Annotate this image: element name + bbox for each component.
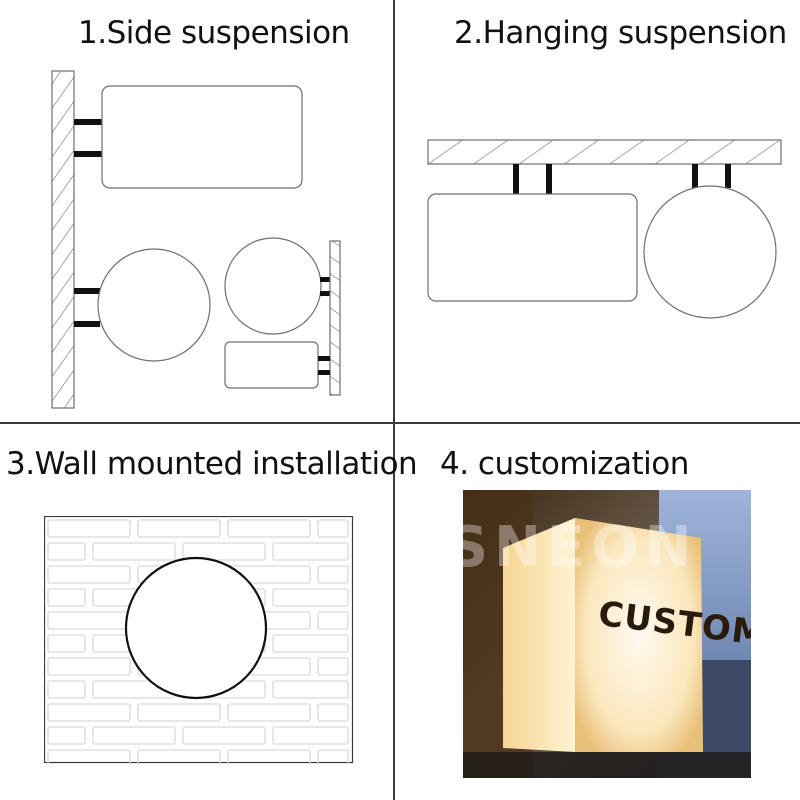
hanging-suspension-diagram — [427, 139, 782, 319]
bracket — [74, 321, 100, 327]
bracket — [320, 277, 330, 282]
brick — [317, 703, 349, 722]
small-rectangle-sign — [224, 341, 319, 389]
brick — [317, 565, 349, 584]
brick — [47, 588, 86, 607]
small-circle-sign — [224, 237, 322, 335]
brick — [47, 519, 131, 538]
horizontal-divider — [0, 422, 800, 424]
hanger — [725, 164, 731, 188]
brick — [47, 657, 131, 676]
vertical-divider — [393, 0, 395, 800]
hanger — [546, 164, 552, 194]
brick — [47, 703, 131, 722]
brick — [317, 611, 349, 630]
brick — [47, 726, 86, 745]
brick — [182, 542, 266, 561]
bracket — [320, 291, 330, 296]
brick — [272, 680, 349, 699]
brick — [317, 657, 349, 676]
brick — [47, 634, 86, 653]
brick — [272, 588, 349, 607]
hanger — [692, 164, 698, 188]
circle-sign — [643, 185, 777, 319]
brick — [92, 726, 176, 745]
bracket — [74, 151, 102, 157]
brick — [272, 634, 349, 653]
ceiling — [427, 139, 782, 165]
brick — [47, 542, 86, 561]
brick — [227, 703, 311, 722]
rectangle-sign — [101, 85, 303, 189]
bracket — [318, 356, 330, 361]
bracket — [74, 288, 100, 294]
brick — [137, 519, 221, 538]
left-wall — [51, 70, 75, 409]
brick — [92, 542, 176, 561]
brick — [227, 519, 311, 538]
brick — [47, 565, 131, 584]
brick — [272, 542, 349, 561]
circle-sign — [124, 556, 268, 700]
brick — [317, 749, 349, 764]
circle-sign — [97, 248, 211, 362]
section-4-title: 4. customization — [440, 446, 689, 482]
brick — [272, 726, 349, 745]
brick — [137, 749, 221, 764]
custom-lightbox-photo: CUSTOM — [463, 490, 751, 778]
right-wall — [329, 240, 341, 396]
brick — [47, 680, 86, 699]
bracket — [74, 119, 102, 125]
side-suspension-diagram — [51, 70, 341, 409]
hanger — [513, 164, 519, 194]
section-3-title: 3.Wall mounted installation — [6, 446, 418, 482]
brick — [47, 749, 131, 764]
brick — [137, 703, 221, 722]
section-2-title: 2.Hanging suspension — [454, 15, 787, 51]
bracket — [318, 370, 330, 375]
brick — [227, 749, 311, 764]
section-1-title: 1.Side suspension — [78, 15, 350, 51]
lightbox-illustration — [463, 490, 751, 778]
brick — [182, 726, 266, 745]
rectangle-sign — [427, 193, 638, 302]
watermark: INSNEON — [368, 515, 698, 580]
wall-mounted-diagram — [44, 516, 354, 764]
brick — [317, 519, 349, 538]
